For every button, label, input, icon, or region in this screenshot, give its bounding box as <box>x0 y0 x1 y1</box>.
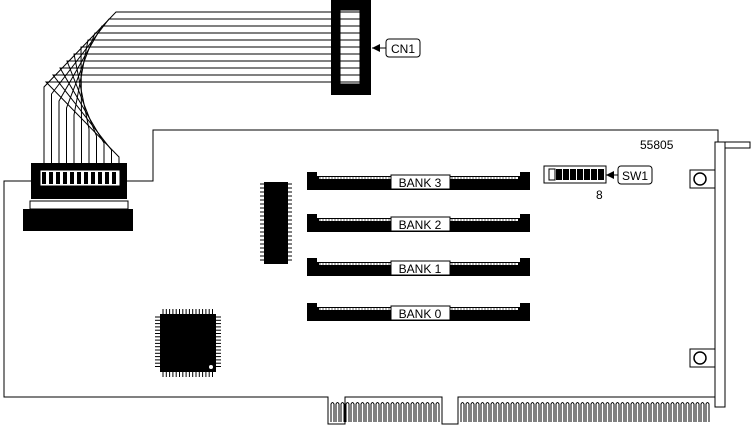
qfp-chip <box>155 309 221 377</box>
edge-connector-right <box>460 402 710 422</box>
sw1-label: SW1 <box>622 169 648 183</box>
bank-0-label: BANK 0 <box>399 307 442 321</box>
sw1-callout: SW1 <box>606 165 653 185</box>
cn1-callout: CN1 <box>372 38 421 58</box>
cn1-connector <box>331 0 371 95</box>
board-ribbon-connector <box>23 163 133 231</box>
cn1-label: CN1 <box>391 42 415 56</box>
bank-3-label: BANK 3 <box>399 176 442 190</box>
dip-ic-chip <box>260 182 292 264</box>
bank-1-label: BANK 1 <box>399 262 442 276</box>
sw1-pin-label: 8 <box>596 188 603 202</box>
bank-2-label: BANK 2 <box>399 218 442 232</box>
part-number: 55805 <box>640 138 674 152</box>
sw1-dip-switch <box>543 165 607 184</box>
edge-connector-left <box>330 402 440 422</box>
mounting-bracket <box>689 141 751 408</box>
ribbon-cable <box>43 11 340 163</box>
